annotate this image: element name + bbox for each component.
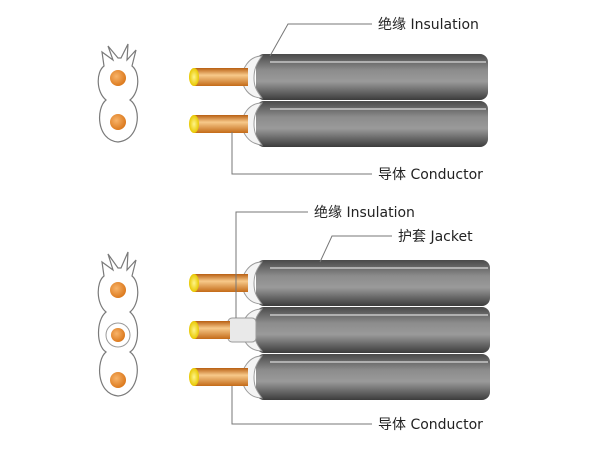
top-cross-section	[97, 43, 139, 143]
bottom-conductor-tip-middle	[189, 321, 199, 339]
top-insulation-label: 绝缘 Insulation	[378, 17, 479, 33]
top-conductor-wire-upper	[194, 68, 248, 86]
top-conductor-label: 导体 Conductor	[378, 167, 483, 183]
top-cable-jacket-upper	[256, 54, 488, 100]
bottom-jacket-leader	[319, 235, 392, 263]
top-conductor-tip-lower	[189, 115, 199, 133]
bottom-cable	[189, 260, 490, 400]
top-figure: 绝缘 Insulation 导体 Conductor	[97, 17, 488, 183]
top-cross-section-conductor-1	[110, 70, 126, 86]
bottom-cable-jacket-upper	[256, 260, 490, 306]
bottom-figure: 绝缘 Insulation 护套 Jacket 导体 Conductor	[97, 205, 490, 433]
bottom-cross-section-conductor-3	[110, 372, 126, 388]
top-cross-section-outline	[97, 43, 139, 143]
bottom-cross-section-conductor-2	[111, 328, 125, 342]
bottom-insulation-leader	[235, 211, 308, 318]
bottom-cross-section-conductor-1	[110, 282, 126, 298]
bottom-conductor-leader	[231, 386, 372, 425]
bottom-conductor-tip-upper	[189, 274, 199, 292]
bottom-conductor-wire-lower	[194, 368, 248, 386]
bottom-conductor-tip-lower	[189, 368, 199, 386]
bottom-jacket-label: 护套 Jacket	[398, 229, 473, 245]
bottom-conductor-wire-upper	[194, 274, 248, 292]
top-conductor-tip-upper	[189, 68, 199, 86]
bottom-middle-core-insulation	[227, 317, 257, 343]
bottom-cable-jacket-lower	[256, 354, 490, 400]
bottom-cross-section	[97, 251, 139, 397]
top-conductor-wire-lower	[194, 115, 248, 133]
bottom-conductor-wire-middle	[194, 321, 230, 339]
top-cable-jacket-lower	[256, 101, 488, 147]
top-insulation-leader	[269, 23, 372, 57]
top-conductor-leader	[231, 132, 372, 175]
top-cable	[189, 54, 488, 147]
bottom-insulation-label: 绝缘 Insulation	[314, 205, 415, 221]
bottom-conductor-label: 导体 Conductor	[378, 417, 483, 433]
bottom-cable-jacket-middle	[256, 307, 490, 353]
top-cross-section-conductor-2	[110, 114, 126, 130]
